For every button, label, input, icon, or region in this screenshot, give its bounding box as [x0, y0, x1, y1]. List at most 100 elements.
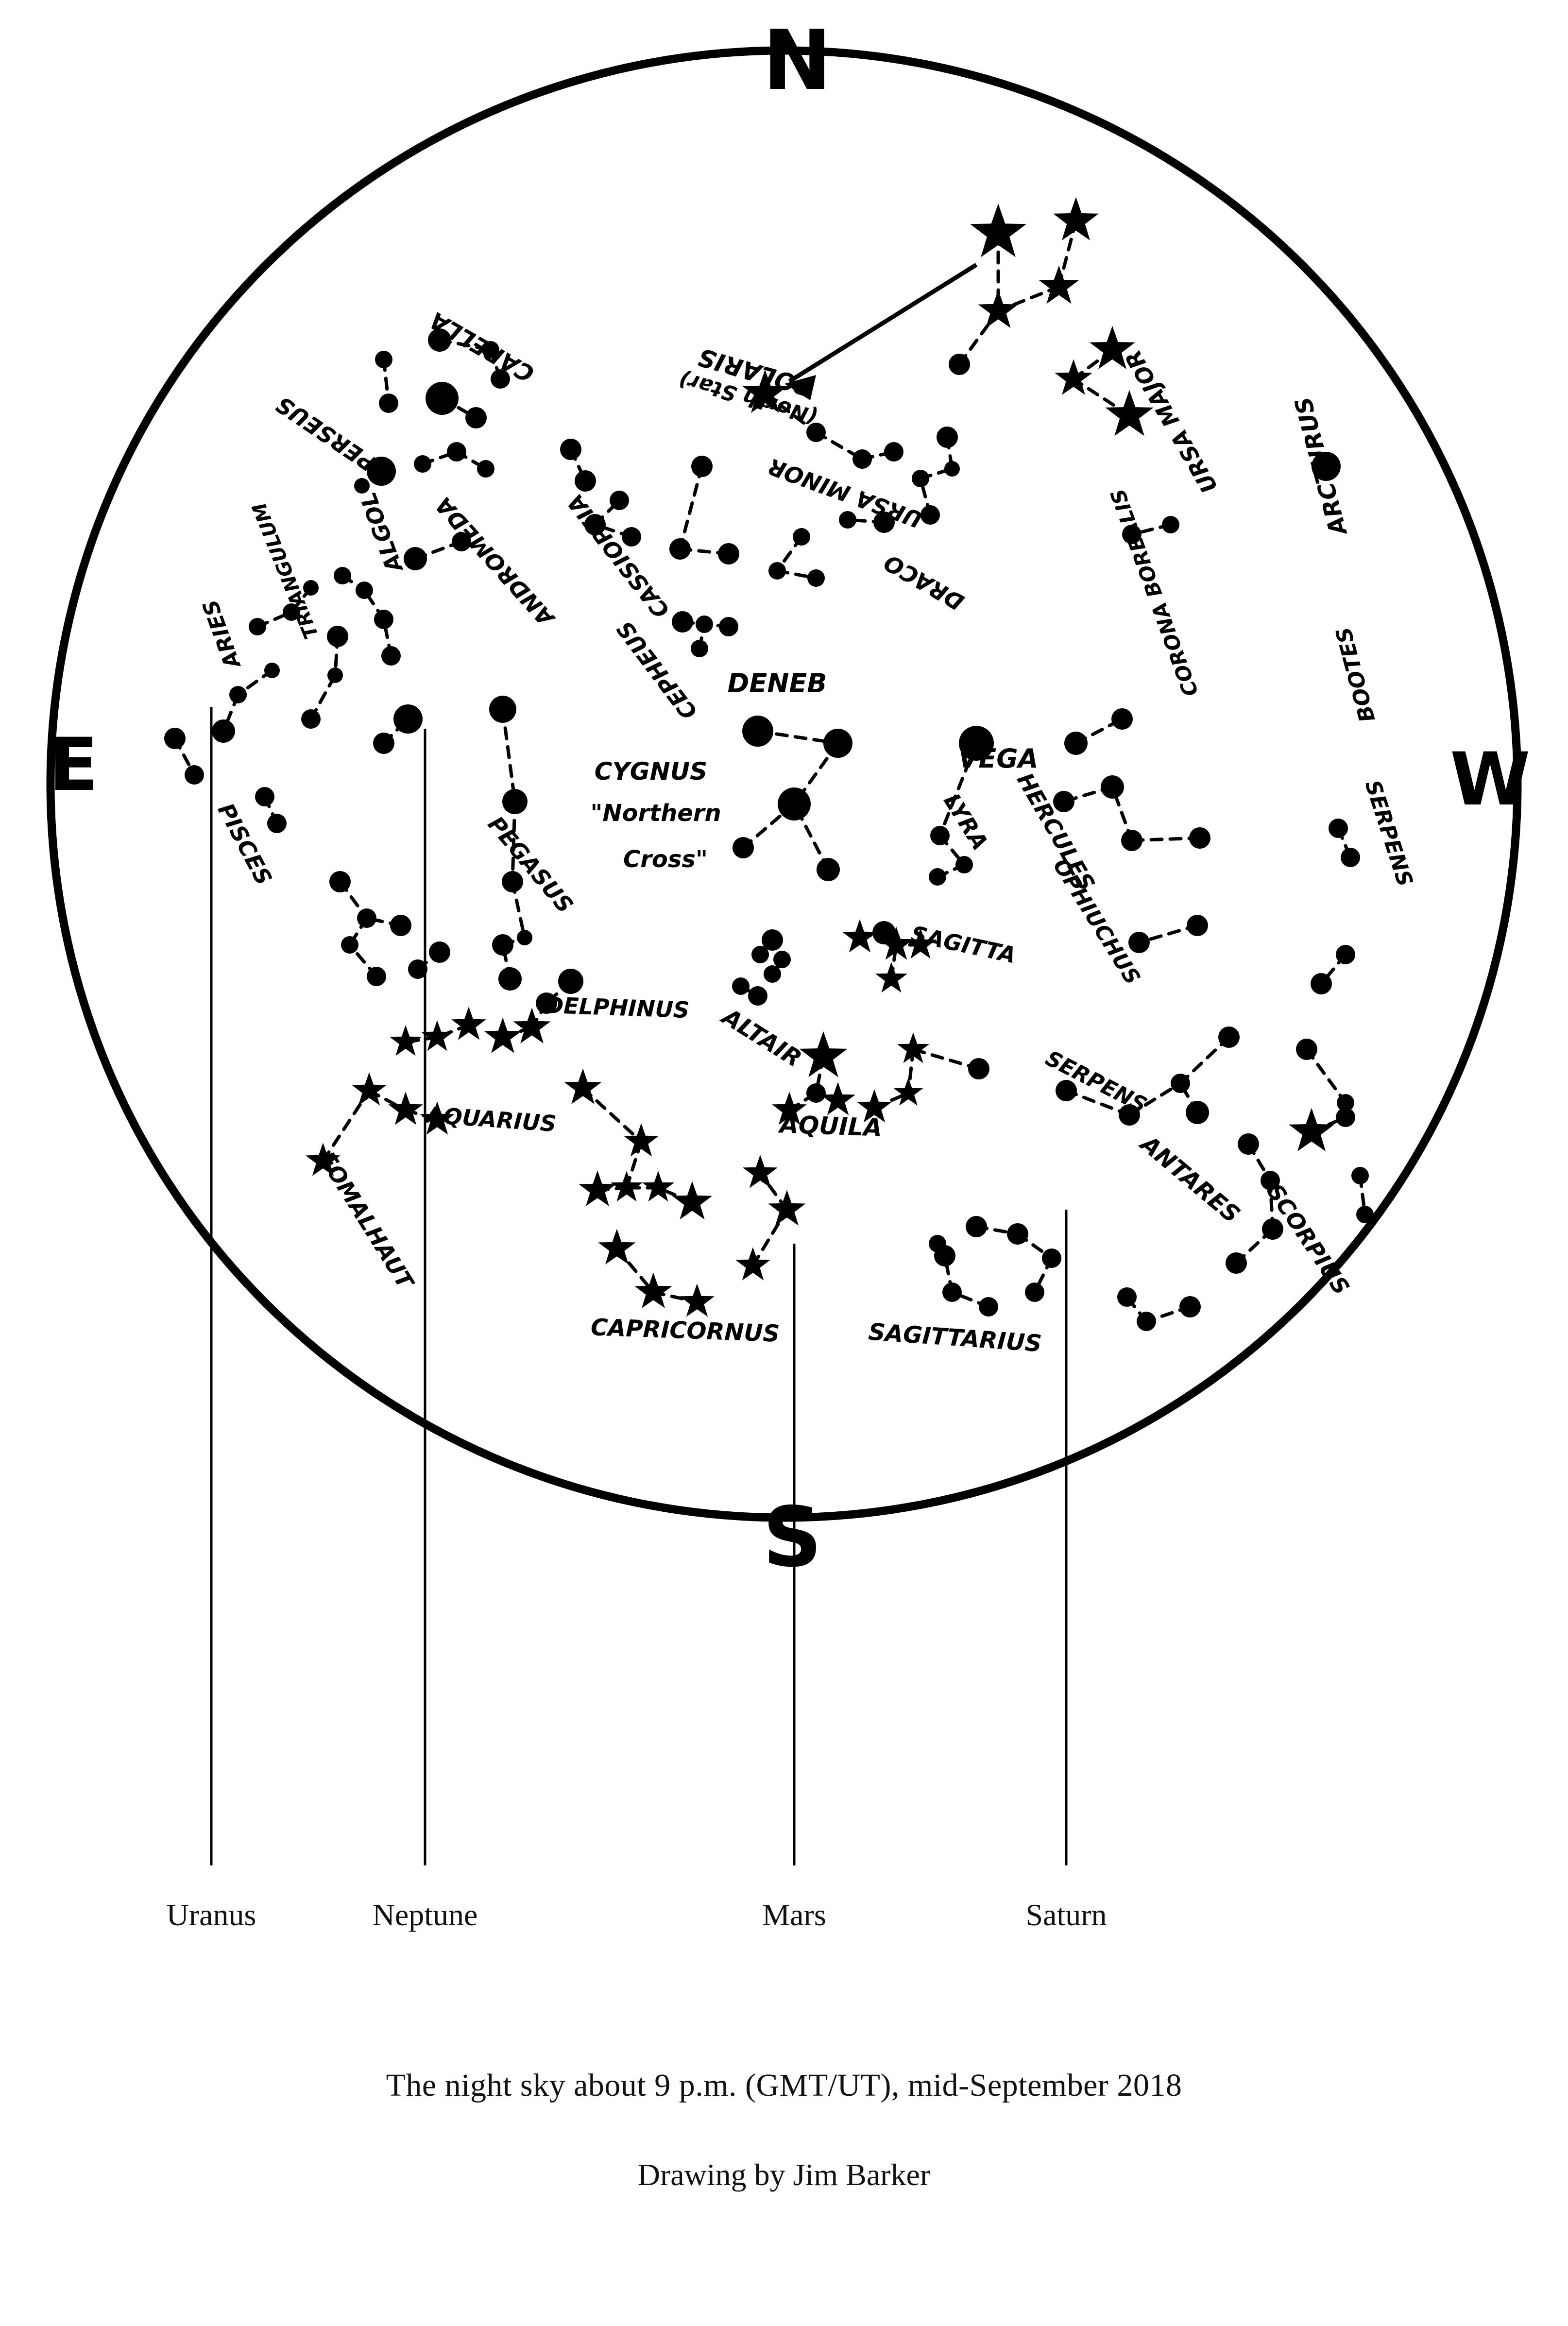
constellation-line	[501, 707, 517, 804]
star-marker	[1055, 359, 1092, 395]
star-marker	[764, 965, 781, 983]
star-marker	[1289, 1108, 1334, 1151]
star-marker	[978, 290, 1019, 328]
star-marker	[1117, 1287, 1137, 1307]
star-marker	[669, 538, 691, 560]
star-marker	[852, 449, 872, 469]
star-marker	[1226, 1252, 1247, 1274]
constellation-line	[996, 285, 1061, 313]
star-marker	[1137, 1312, 1156, 1331]
star-marker	[327, 626, 348, 647]
star-marker	[897, 1032, 930, 1063]
star-name-label: ALTAIR	[716, 1002, 806, 1073]
star-marker	[1261, 1171, 1280, 1190]
star-marker	[421, 1020, 454, 1051]
star-marker	[610, 491, 629, 510]
star-marker	[584, 514, 606, 535]
star-marker	[498, 967, 522, 991]
star-marker	[929, 868, 946, 886]
star-marker	[408, 959, 427, 979]
star-marker	[1122, 525, 1142, 544]
star-marker	[367, 967, 386, 986]
star-marker	[301, 709, 321, 729]
star-marker	[904, 928, 937, 959]
constellation-label: DELPHINUS	[545, 992, 690, 1023]
planet-label: Saturn	[1025, 1898, 1107, 1932]
star-marker	[937, 427, 958, 448]
star-marker	[1337, 1094, 1354, 1112]
constellation-label: PISCES	[212, 799, 277, 889]
star-marker	[634, 1272, 672, 1308]
star-marker	[1042, 1249, 1061, 1268]
star-marker	[1341, 848, 1360, 867]
star-marker	[949, 354, 970, 375]
star-marker	[536, 992, 557, 1014]
star-marker	[1356, 1206, 1374, 1223]
star-marker	[381, 646, 401, 666]
constellation-label: AQUILA	[777, 1110, 883, 1142]
star-marker	[329, 871, 351, 892]
star-name-label: FOMALHAUT	[313, 1147, 419, 1295]
constellation-label: "Northern	[590, 800, 721, 827]
constellation-label: CAPRICORNUS	[590, 1314, 780, 1348]
constellation-label: ANDROMEDA	[430, 492, 560, 632]
compass-west-label: W	[1450, 737, 1531, 822]
constellation-label: SERPENS	[1360, 777, 1417, 889]
constellation-line	[321, 1089, 371, 1163]
star-marker	[579, 1170, 616, 1206]
star-marker	[680, 1283, 715, 1317]
star-marker	[264, 663, 280, 678]
constellation-label: SAGITTARIUS	[868, 1318, 1042, 1358]
star-marker	[1128, 932, 1150, 953]
planet-label: Uranus	[166, 1898, 256, 1932]
star-marker	[959, 726, 994, 761]
star-marker	[778, 787, 811, 821]
star-marker	[1119, 1104, 1140, 1126]
star-marker	[718, 543, 739, 564]
star-marker	[1187, 915, 1208, 936]
constellation-label: BOOTES	[1331, 625, 1380, 725]
star-marker	[489, 696, 516, 723]
star-marker	[930, 826, 950, 845]
star-marker	[598, 1229, 636, 1265]
star-marker	[817, 858, 840, 881]
star-marker	[873, 512, 895, 533]
star-marker	[303, 580, 319, 596]
constellation-line	[1178, 1035, 1231, 1085]
constellation-line	[678, 464, 704, 551]
star-marker	[414, 455, 431, 473]
star-marker	[502, 789, 528, 814]
star-marker	[944, 461, 960, 477]
constellation-label: PERSEUS	[271, 391, 381, 477]
star-marker	[1053, 791, 1074, 812]
star-marker	[375, 351, 392, 368]
star-marker	[719, 617, 738, 636]
star-marker	[696, 616, 713, 633]
star-marker	[691, 640, 708, 657]
star-marker	[743, 1155, 778, 1188]
star-marker	[373, 733, 394, 754]
star-marker	[979, 1297, 998, 1317]
star-marker	[374, 610, 393, 629]
constellation-label: CORONA BOREALIS	[1106, 486, 1203, 700]
star-marker	[484, 1017, 522, 1053]
star-marker	[420, 1101, 455, 1135]
star-marker	[857, 1089, 892, 1123]
star-marker	[742, 369, 788, 413]
star-marker	[564, 1068, 602, 1104]
star-marker	[970, 204, 1026, 257]
chart-credit-caption: Drawing by Jim Barker	[637, 2157, 931, 2192]
star-marker	[920, 505, 940, 525]
star-marker	[517, 930, 532, 945]
star-marker	[955, 856, 973, 873]
star-marker	[334, 567, 351, 584]
star-marker	[799, 1031, 848, 1077]
star-marker	[185, 765, 204, 785]
star-marker	[875, 962, 908, 993]
star-marker	[968, 1058, 989, 1079]
star-marker	[1262, 1218, 1283, 1240]
chart-title-caption: The night sky about 9 p.m. (GMT/UT), mid…	[386, 2068, 1182, 2103]
star-name-label: ARCTURUS	[1290, 394, 1353, 540]
star-marker	[1186, 1101, 1209, 1124]
star-marker	[1064, 732, 1088, 755]
